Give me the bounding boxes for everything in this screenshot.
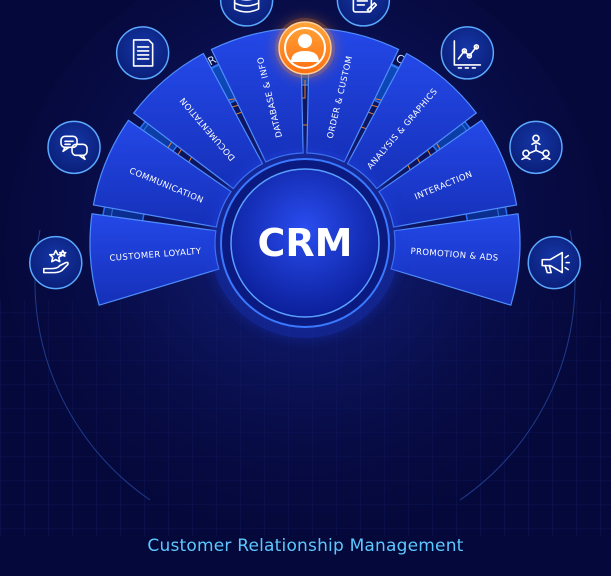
crm-wheel-svg: USER ACCESS PROFILE CUSTOM CUSTOMER LOYA… — [0, 0, 611, 536]
crm-title: CRM — [258, 221, 353, 265]
clipboard-icon — [352, 0, 378, 13]
document-icon — [132, 39, 154, 67]
segment-icon-badge — [115, 26, 170, 80]
segments-group: CUSTOMER LOYALTYCOMMUNICATIONDOCUMENTATI… — [29, 0, 581, 306]
segment-icon-badge — [219, 0, 274, 27]
segment-icon-badge — [29, 235, 83, 290]
segment-icon-badge — [336, 0, 391, 27]
segment-icon-badge — [527, 235, 581, 290]
network-people-icon — [521, 134, 551, 161]
caption: Customer Relationship Management — [147, 536, 464, 556]
loyalty-hand-stars-icon — [42, 249, 69, 274]
megaphone-icon — [541, 251, 571, 274]
chat-bubbles-icon — [60, 135, 88, 161]
line-chart-icon — [453, 40, 482, 69]
crm-core — [230, 168, 380, 318]
database-icon — [233, 0, 260, 13]
user-icon — [291, 34, 319, 62]
